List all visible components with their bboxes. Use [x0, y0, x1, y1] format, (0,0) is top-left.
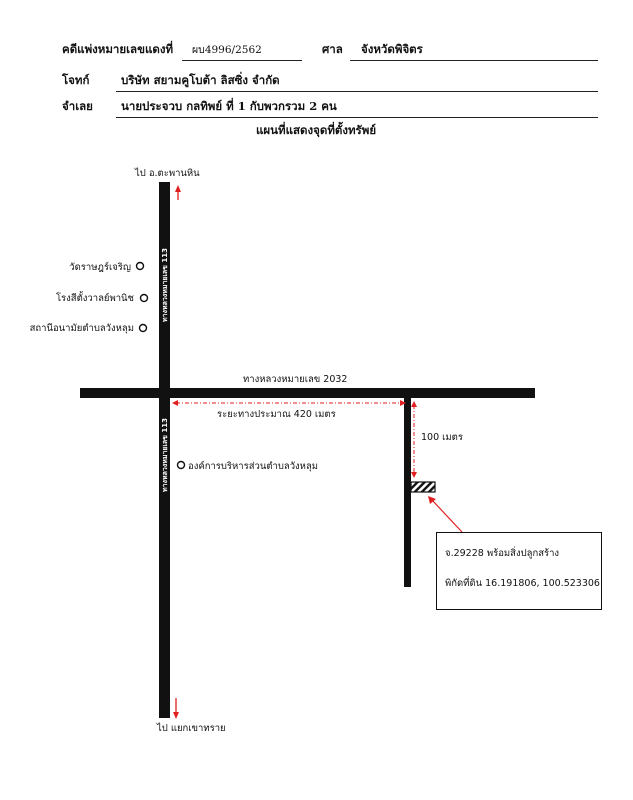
side-road [404, 392, 411, 587]
case-number-value: ผบ4996/2562 [192, 44, 262, 56]
highway-2032-road [80, 388, 535, 398]
property-coords-value: 16.191806, 100.523306 [485, 578, 600, 589]
vertical-distance-arrow-bottom [411, 472, 417, 478]
landmark-label: วัดราษฎร์เจริญ [69, 261, 131, 273]
highway-113-label-north: ทางหลวงหมายเลข 113 [161, 248, 169, 322]
property-marker [410, 481, 436, 493]
property-coords: พิกัดที่ดิน 16.191806, 100.523306 [445, 576, 600, 591]
case-number-label: คดีแพ่งหมายเลขแดงที่ [62, 42, 174, 56]
highway-113-label-south: ทางหลวงหมายเลข 113 [161, 418, 169, 492]
horizontal-distance-arrow-right [400, 400, 406, 406]
plaintiff-underline [116, 91, 598, 92]
south-arrow-head [173, 712, 179, 719]
horizontal-distance-arrow-left [172, 400, 178, 406]
map-title: แผนที่แสดงจุดที่ตั้งทรัพย์ [256, 123, 377, 137]
vertical-distance-arrow-top [411, 401, 417, 407]
plaintiff-name: บริษัท สยามคูโบต้า ลิสซิ่ง จำกัด [121, 73, 280, 87]
highway-113-road [159, 182, 170, 718]
defendant-label: จำเลย [62, 99, 93, 113]
court-name: จังหวัดพิจิตร [361, 42, 423, 56]
landmark-marker [138, 323, 148, 333]
landmark-marker [176, 460, 186, 470]
landmark-label: โรงสีตั้งวาลย์พานิช [56, 291, 135, 304]
property-pointer-line [431, 499, 463, 533]
property-info-box: จ.29228 พร้อมสิ่งปลูกสร้าง พิกัดที่ดิน 1… [436, 532, 602, 610]
property-deed: จ.29228 พร้อมสิ่งปลูกสร้าง [445, 548, 560, 559]
court-underline [350, 60, 598, 61]
court-label: ศาล [322, 42, 343, 56]
north-arrow-head [175, 185, 181, 192]
south-direction-label: ไป แยกเขาทราย [156, 722, 226, 734]
landmark-marker [135, 261, 145, 271]
landmark-label: สถานีอนามัยตำบลวังหลุม [30, 322, 134, 334]
property-pointer-head [428, 496, 436, 504]
highway-2032-label: ทางหลวงหมายเลข 2032 [243, 374, 347, 385]
landmark-label: องค์การบริหารส่วนตำบลวังหลุม [188, 460, 318, 472]
case-number-underline [182, 60, 302, 61]
landmark-marker [139, 293, 149, 303]
defendant-underline [116, 117, 598, 118]
vertical-distance-label: 100 เมตร [421, 432, 463, 443]
north-direction-label: ไป อ.ตะพานหิน [134, 167, 200, 179]
defendant-name: นายประจวบ กลทิพย์ ที่ 1 กับพวกรวม 2 คน [121, 99, 337, 113]
plaintiff-label: โจทก์ [62, 73, 90, 87]
property-coords-label: พิกัดที่ดิน [445, 578, 483, 589]
horizontal-distance-label: ระยะทางประมาณ 420 เมตร [217, 409, 336, 420]
